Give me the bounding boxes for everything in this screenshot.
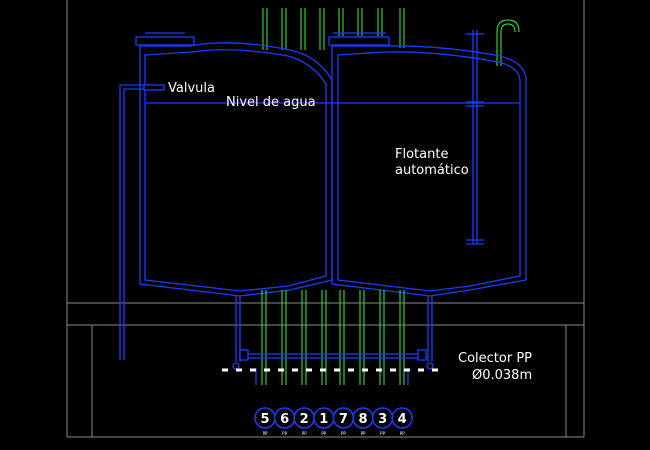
collector-pipe	[232, 296, 434, 385]
outlet-tag: PP	[400, 431, 405, 436]
outlet-tag: PP	[380, 431, 385, 436]
water-level-label: Nivel de agua	[226, 95, 316, 110]
outlet-number: 2	[300, 412, 309, 427]
outlet-tag: PP	[263, 431, 268, 436]
outlet-number: 6	[280, 412, 289, 427]
outlet-number: 4	[398, 412, 407, 427]
collector-label-line2: Ø0.038m	[472, 368, 532, 383]
float-label-line2: automático	[395, 163, 469, 178]
outlet-number: 3	[378, 412, 387, 427]
valve-label: Valvula	[168, 81, 215, 96]
outlet-tag: PP	[302, 431, 307, 436]
outlet-markers: 5PP 6PP 2PP 1PP 7PP 8PP 3PP 4PP	[254, 407, 413, 436]
outlet-tag: PP	[361, 431, 366, 436]
outlet-number: 8	[358, 412, 367, 427]
outlet-number: 5	[260, 412, 269, 427]
outlet-number: 1	[319, 412, 328, 427]
collector-label-line1: Colector PP	[458, 351, 532, 366]
outlet-tag: PP	[341, 431, 346, 436]
float-assembly	[466, 30, 484, 245]
top-green-pipes	[262, 8, 520, 66]
outlet-number: 7	[339, 412, 348, 427]
outlet-tag: PP	[282, 431, 287, 436]
float-label-line1: Flotante	[395, 147, 448, 162]
tank-left	[135, 32, 333, 297]
outlet-tag: PP	[321, 431, 326, 436]
outlet-circle	[391, 407, 413, 429]
valve-pipe	[119, 84, 165, 360]
tank-right	[328, 32, 527, 297]
